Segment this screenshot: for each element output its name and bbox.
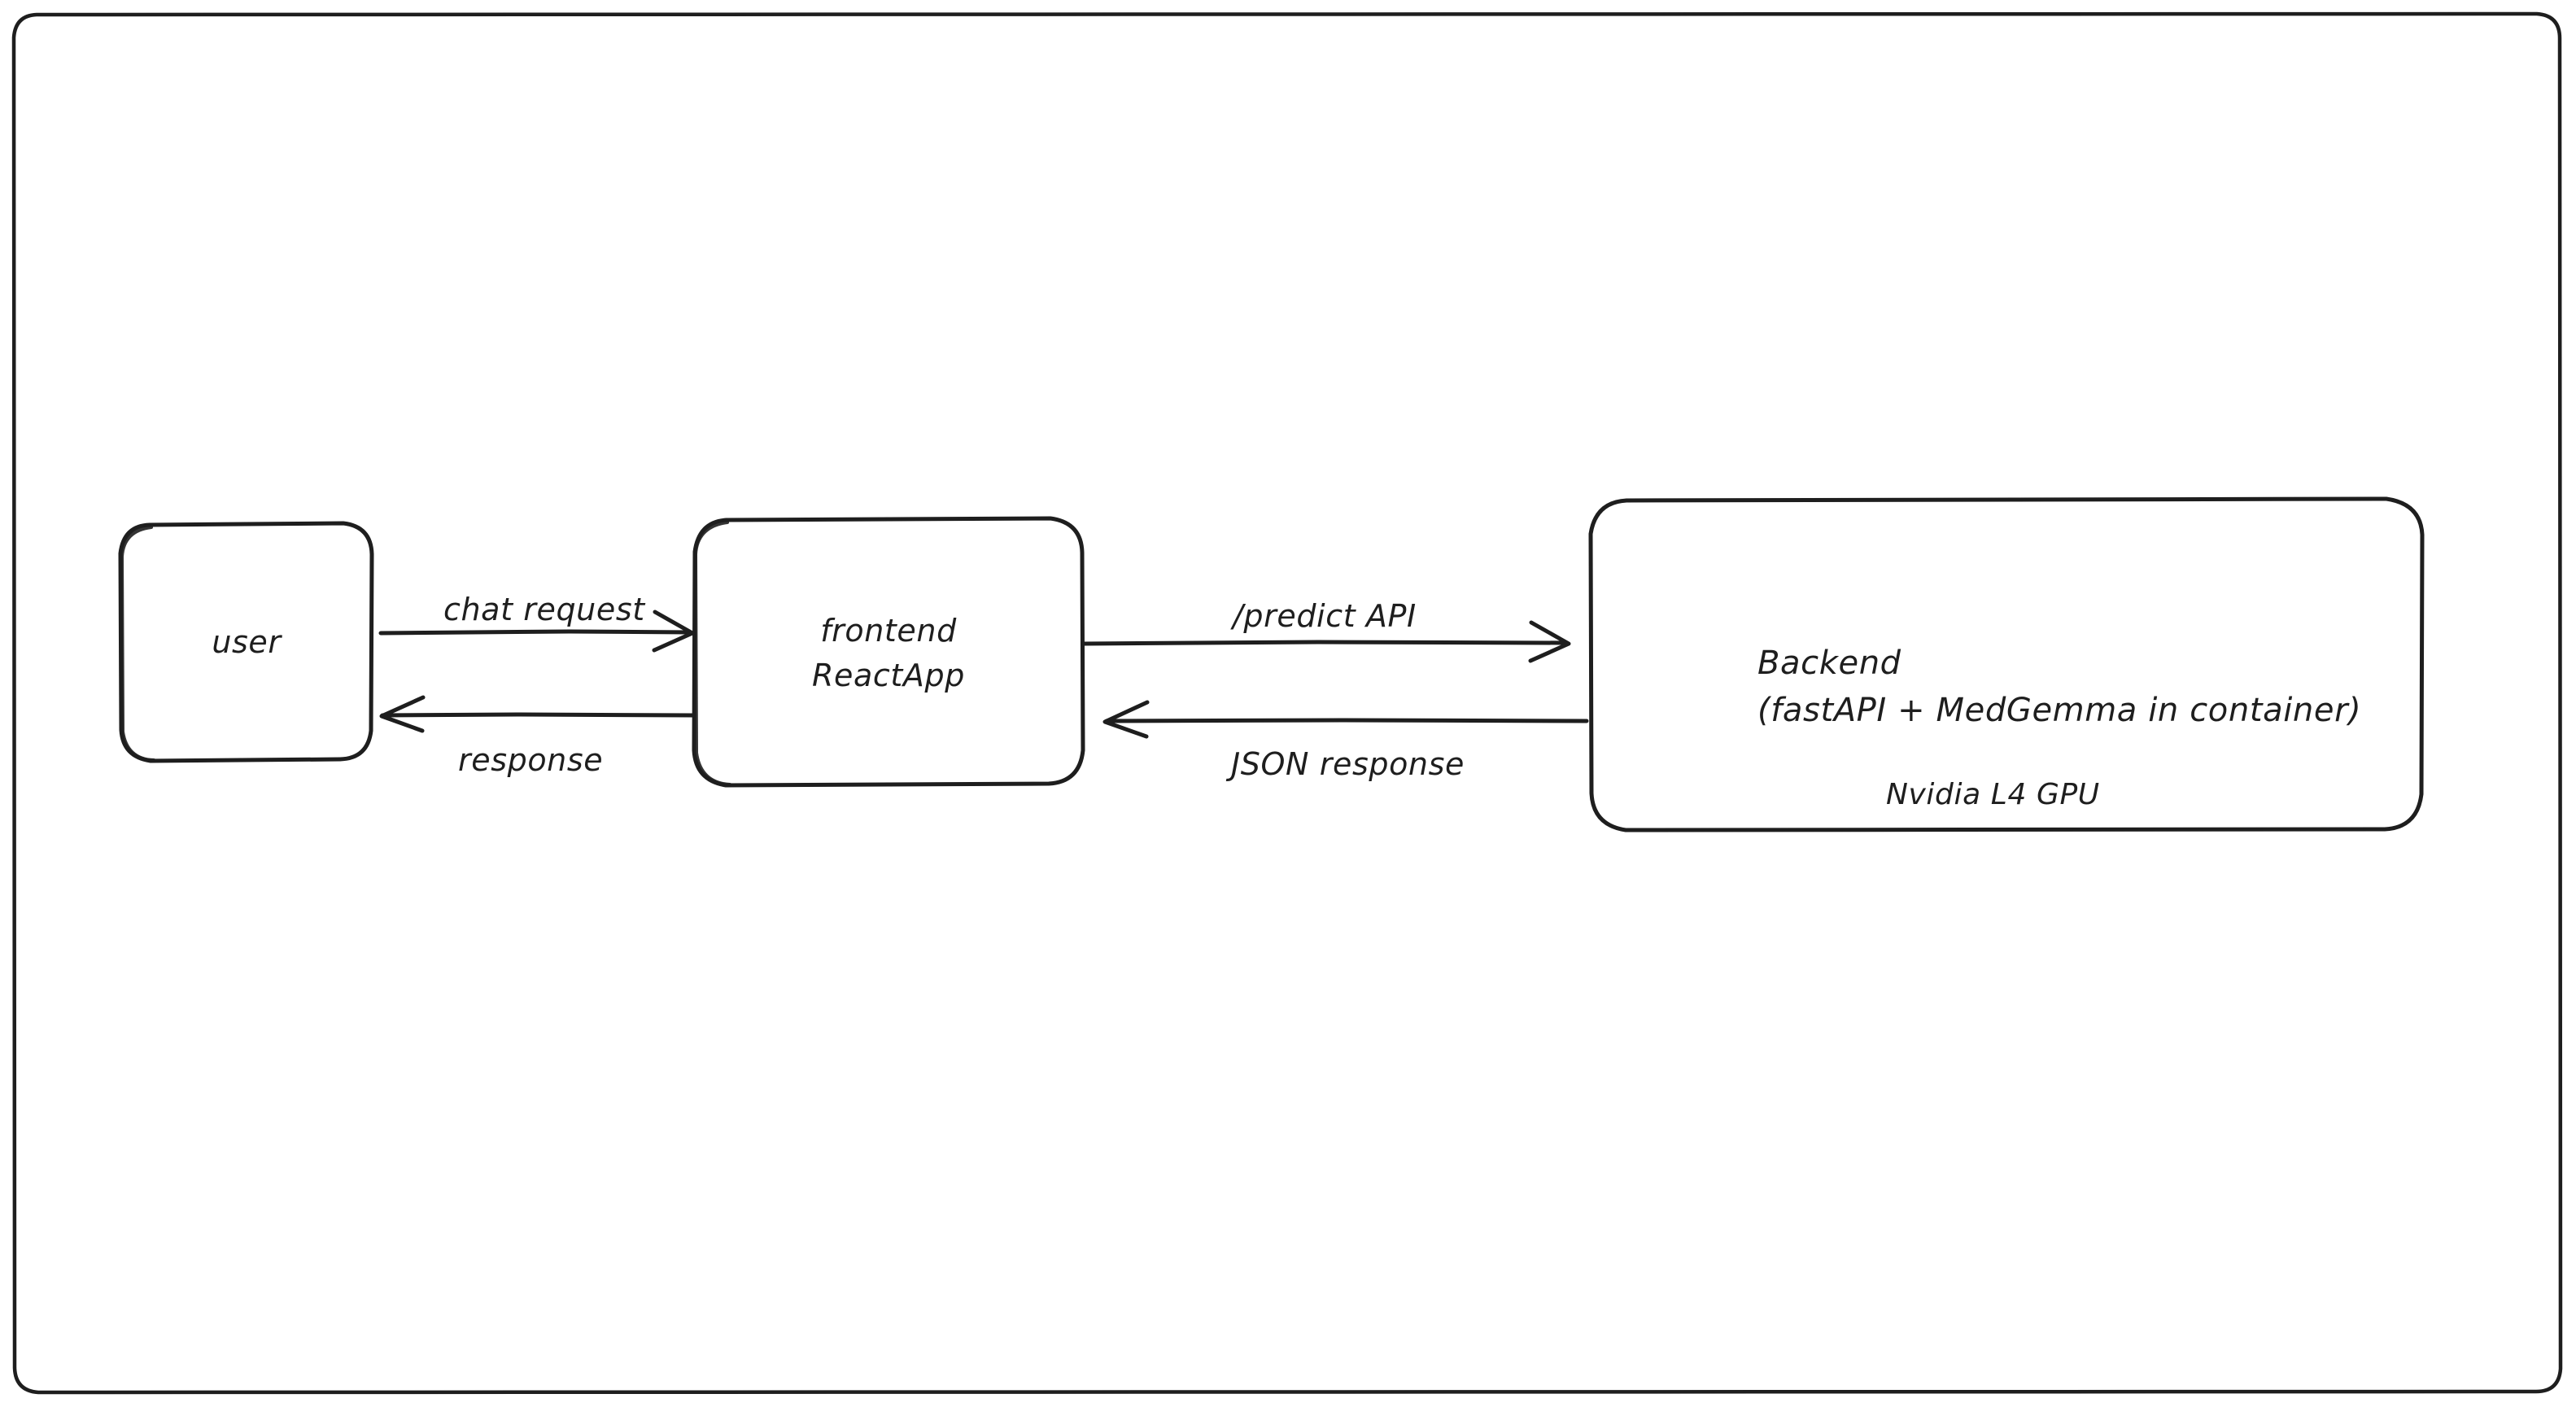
backend-node-label-line1: Backend [1757, 645, 1901, 682]
backend-node-label-line2: (fastAPI + MedGemma in container) [1757, 692, 2361, 729]
frontend-node[interactable]: frontend ReactApp [692, 516, 1085, 788]
edge-chat-request-label: chat request [443, 592, 646, 627]
backend-node[interactable]: Backend (fastAPI + MedGemma in container… [1588, 496, 2425, 832]
edge-response[interactable]: response [379, 695, 696, 778]
user-node-label: user [212, 624, 282, 660]
outer-frame [11, 11, 2563, 1395]
edge-predict-api[interactable]: /predict API [1082, 598, 1571, 663]
edge-json-response[interactable]: JSON response [1102, 700, 1589, 782]
edge-response-label: response [458, 742, 603, 778]
edge-predict-api-label: /predict API [1230, 598, 1417, 634]
user-node[interactable]: user [118, 521, 374, 763]
frontend-node-label-line1: frontend [820, 613, 957, 649]
backend-node-label-line3: Nvidia L4 GPU [1886, 778, 2100, 811]
edge-json-response-label: JSON response [1225, 746, 1465, 782]
edge-chat-request[interactable]: chat request [378, 592, 695, 653]
frontend-node-label-line2: ReactApp [812, 658, 965, 693]
